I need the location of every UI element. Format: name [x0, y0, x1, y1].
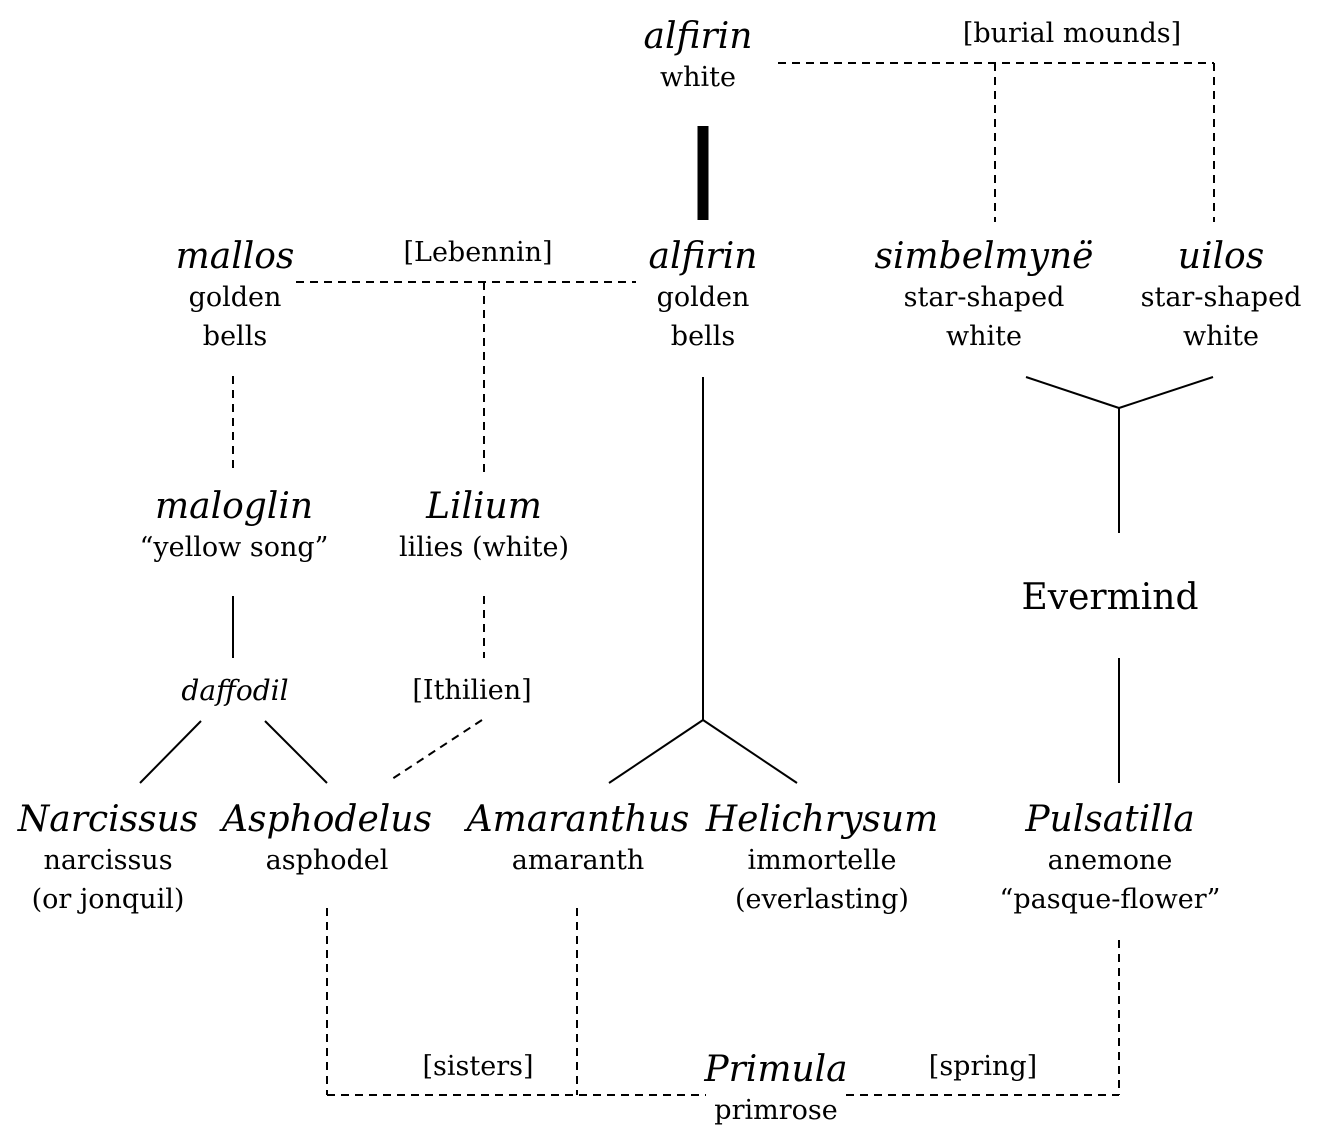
node-gloss: (everlasting) — [735, 884, 909, 915]
node-gloss: amaranth — [511, 845, 645, 876]
node-asphodelus: Asphodelus asphodel — [222, 799, 432, 880]
node-gloss: “yellow song” — [139, 532, 329, 563]
node-gloss: star-shaped — [1140, 282, 1302, 313]
node-name: Helichrysum — [705, 799, 939, 840]
node-name: simbelmynë — [874, 236, 1094, 277]
node-name: alfirin — [643, 16, 753, 57]
tag-ithilien: [Ithilien] — [412, 675, 532, 706]
node-alfirin-white: alfirin white — [644, 16, 753, 97]
node-gloss: white — [946, 321, 1022, 352]
node-gloss: golden — [188, 282, 282, 313]
node-gloss: bells — [202, 321, 268, 352]
edge-evermind-fork — [1025, 376, 1214, 533]
node-name: alfirin — [648, 236, 758, 277]
node-gloss: white — [1183, 321, 1259, 352]
node-gloss: primrose — [714, 1095, 838, 1126]
node-name: Primula — [704, 1049, 848, 1090]
edge-daffodil-asphodelus — [264, 720, 328, 784]
node-name: mallos — [175, 236, 295, 277]
tag-lebennin: [Lebennin] — [403, 237, 553, 268]
node-gloss: lilies (white) — [399, 532, 569, 563]
node-gloss: narcissus — [43, 845, 173, 876]
edge-alfirin-fork — [608, 377, 798, 784]
node-uilos: uilos star-shaped white — [1141, 236, 1302, 356]
node-gloss: bells — [670, 321, 736, 352]
node-name: uilos — [1177, 236, 1265, 277]
node-daffodil: daffodil — [181, 670, 288, 712]
node-gloss: immortelle — [747, 845, 897, 876]
edge-primula-bracket — [326, 908, 1120, 1096]
node-lilium: Lilium lilies (white) — [399, 486, 569, 567]
node-name: Lilium — [426, 486, 542, 527]
node-alfirin-golden: alfirin golden bells — [649, 236, 758, 356]
edge-lebennin — [296, 281, 636, 472]
node-primula: Primula primrose — [704, 1049, 847, 1130]
tag-spring: [spring] — [928, 1051, 1038, 1082]
node-gloss: (or jonquil) — [31, 884, 185, 915]
node-gloss: asphodel — [265, 845, 389, 876]
node-mallos: mallos golden bells — [176, 236, 295, 356]
node-evermind: Evermind — [1021, 577, 1198, 619]
node-gloss: white — [660, 62, 736, 93]
tag-sisters: [sisters] — [422, 1051, 534, 1082]
node-simbelmyne: simbelmynë star-shaped white — [875, 236, 1094, 356]
node-name: Amaranthus — [466, 799, 690, 840]
node-gloss: anemone — [1047, 845, 1173, 876]
node-helichrysum: Helichrysum immortelle (everlasting) — [706, 799, 938, 919]
edge-ithilien-asphodelus — [388, 719, 483, 782]
node-name: Pulsatilla — [1025, 799, 1195, 840]
node-gloss: “pasque-flower” — [999, 884, 1221, 915]
node-name: Evermind — [1021, 577, 1199, 618]
node-gloss: golden — [656, 282, 750, 313]
node-amaranthus: Amaranthus amaranth — [467, 799, 690, 880]
node-name: daffodil — [181, 674, 289, 707]
node-maloglin: maloglin “yellow song” — [140, 486, 329, 567]
node-narcissus: Narcissus narcissus (or jonquil) — [18, 799, 198, 919]
node-pulsatilla: Pulsatilla anemone “pasque-flower” — [1000, 799, 1221, 919]
edge-burial-mounds — [778, 62, 1215, 222]
edge-daffodil-narcissus — [139, 720, 202, 784]
node-name: Narcissus — [17, 799, 199, 840]
tag-burial-mounds: [burial mounds] — [962, 18, 1182, 49]
node-gloss: star-shaped — [903, 282, 1065, 313]
node-name: Asphodelus — [222, 799, 432, 840]
node-name: maloglin — [154, 486, 314, 527]
